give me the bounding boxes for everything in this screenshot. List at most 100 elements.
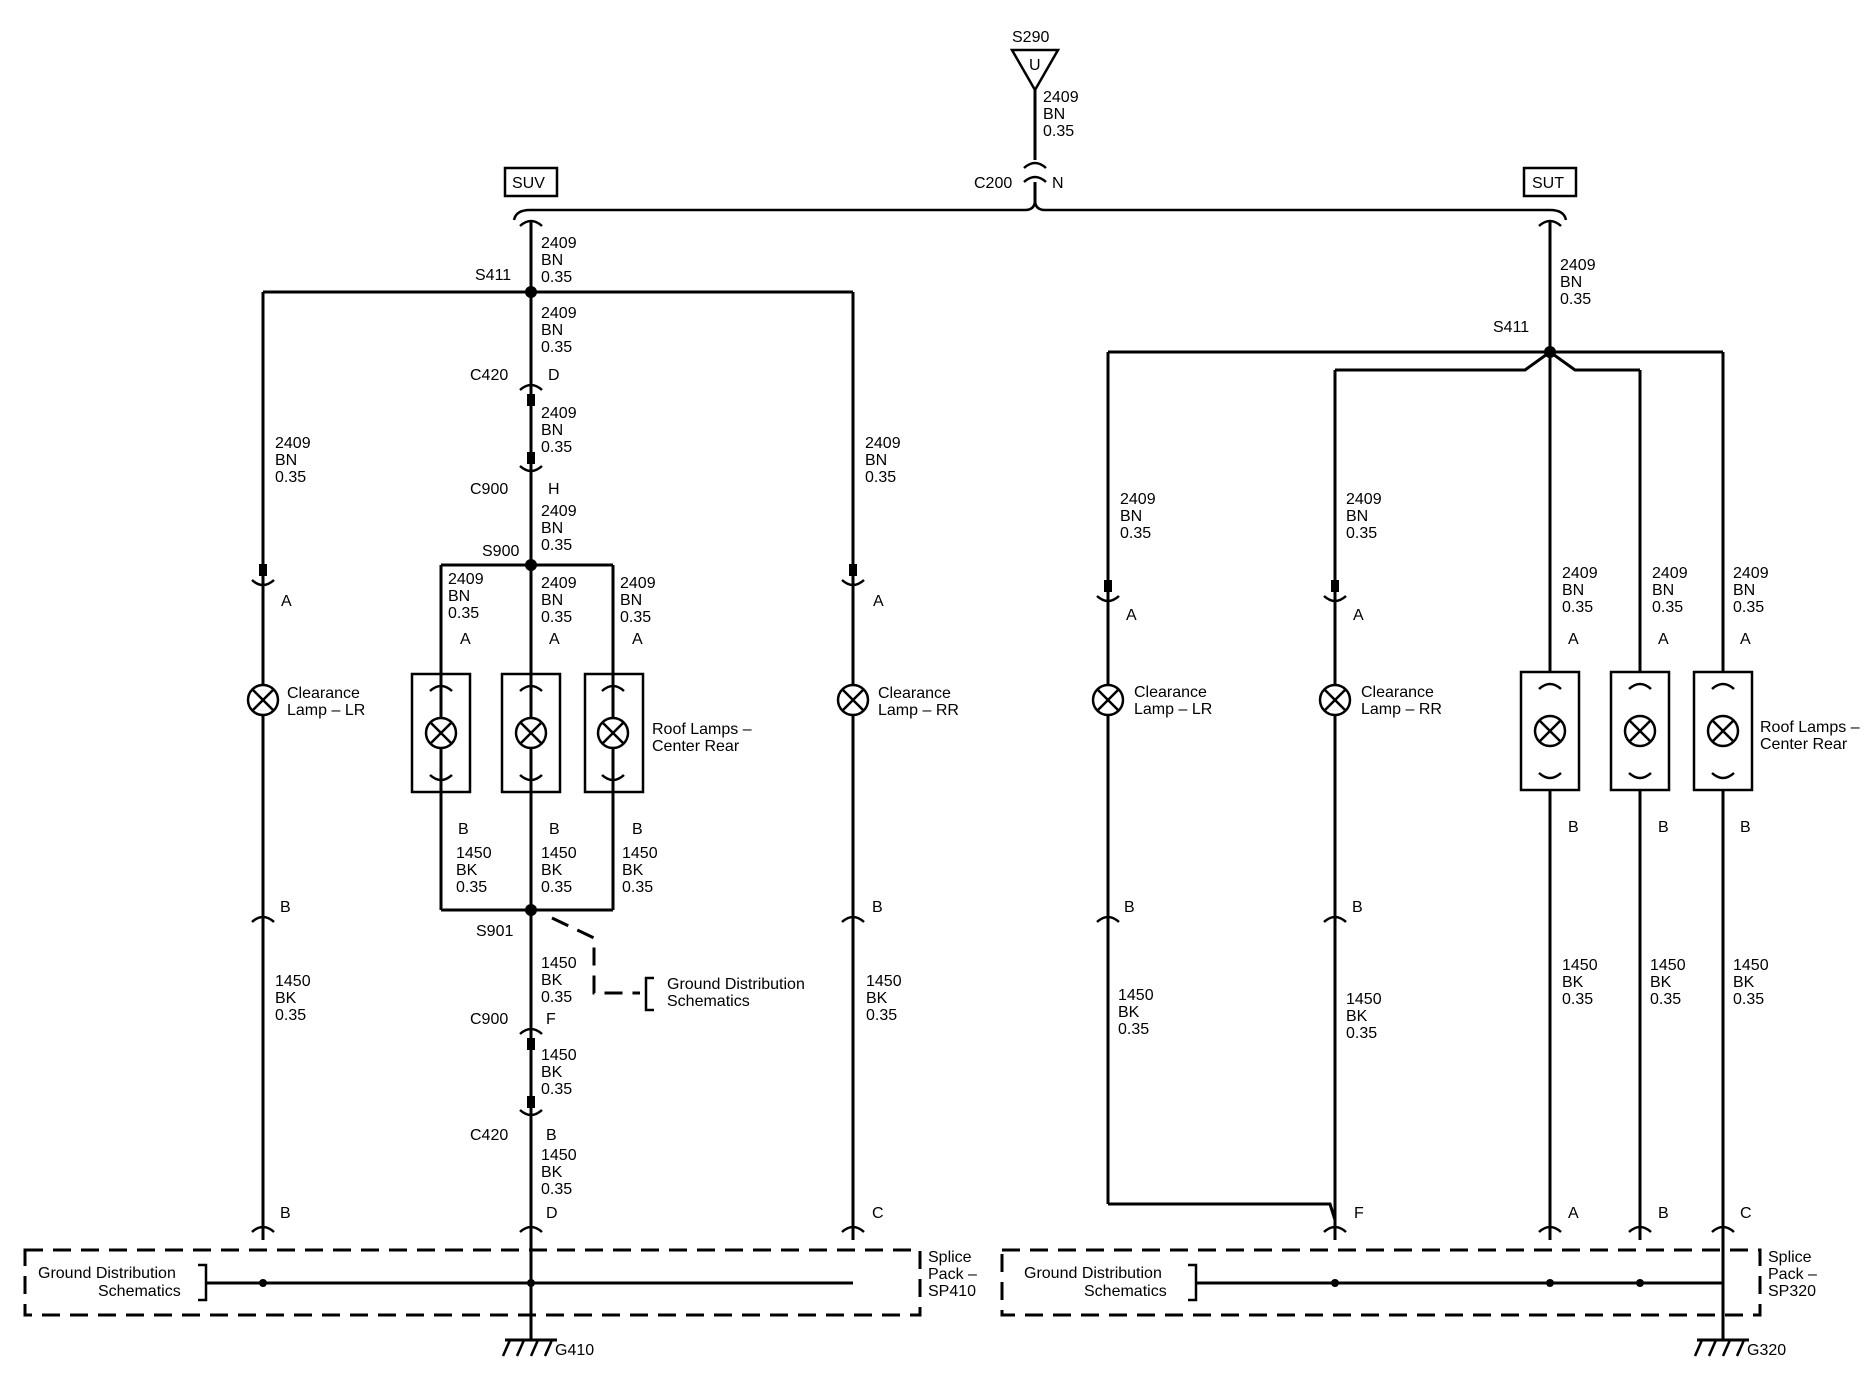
lamp-cross <box>1097 689 1119 711</box>
ground-icon <box>1693 1339 1746 1357</box>
roof-lamps-label-line1: Roof Lamps – <box>1760 719 1860 736</box>
ground-ref-line2: Schematics <box>98 1283 181 1300</box>
connector-pin-block <box>527 452 535 464</box>
wire-label-color: BN <box>865 452 887 469</box>
wire-label-color: BN <box>1043 106 1065 123</box>
wire-label-size: 0.35 <box>541 609 572 626</box>
connector-pin-block <box>527 1038 535 1050</box>
connector-symbol <box>841 579 865 587</box>
wire-label-size: 0.35 <box>620 609 651 626</box>
wire-label-num: 2409 <box>1652 565 1688 582</box>
lamp-cross <box>1629 720 1651 742</box>
wire-label-size: 0.35 <box>1346 1025 1377 1042</box>
ground-ref-line1: Ground Distribution <box>1024 1265 1162 1282</box>
pin-label: B <box>1740 819 1751 836</box>
ground-ref-line1: Ground Distribution <box>667 976 805 993</box>
splice-dot <box>1546 1279 1554 1287</box>
wire-label-color: BK <box>1118 1004 1140 1021</box>
variant-label-suv: SUV <box>512 175 545 192</box>
splice-dot <box>527 1279 535 1287</box>
wire-label-num: 2409 <box>1120 491 1156 508</box>
connector-symbol <box>1323 915 1347 923</box>
wire-label-color: BN <box>1560 274 1582 291</box>
connector-symbol <box>519 219 543 227</box>
wire-label-size: 0.35 <box>275 1007 306 1024</box>
wire-label-num: 1450 <box>541 1047 577 1064</box>
wire-label-num: 1450 <box>1346 991 1382 1008</box>
lamp-cross <box>842 689 864 711</box>
wire-label-color: BN <box>1346 508 1368 525</box>
connector-symbol <box>1023 161 1047 183</box>
splice-pack-line2: Pack – <box>928 1266 977 1283</box>
wire-label-size: 0.35 <box>1043 123 1074 140</box>
wire-label-size: 0.35 <box>1652 599 1683 616</box>
connector-pin: F <box>546 1011 556 1028</box>
lamp-cross <box>252 689 274 711</box>
wire-label-size: 0.35 <box>866 1007 897 1024</box>
lamp-rr-line2: Lamp – RR <box>878 702 959 719</box>
wire-label-color: BK <box>541 972 563 989</box>
pin-label: B <box>458 821 469 838</box>
pin-label: B <box>549 821 560 838</box>
roof-lamps-label-line2: Center Rear <box>652 738 740 755</box>
wire-label-size: 0.35 <box>1120 525 1151 542</box>
wire-label-color: BN <box>541 322 563 339</box>
connector-pin: H <box>548 481 560 498</box>
splice-dot <box>259 1279 267 1287</box>
ground-ref-line1: Ground Distribution <box>38 1265 176 1282</box>
wire-label-color: BK <box>622 862 644 879</box>
wire-label-size: 0.35 <box>1346 525 1377 542</box>
wire-label-num: 2409 <box>541 235 577 252</box>
wire-label-num: 1450 <box>1650 957 1686 974</box>
connector-pin: N <box>1052 175 1064 192</box>
wire-label-num: 2409 <box>865 435 901 452</box>
ground-ref-line2: Schematics <box>1084 1283 1167 1300</box>
connector-c420-label: C420 <box>470 367 508 384</box>
wire-label-num: 1450 <box>622 845 658 862</box>
pin-label: C <box>1740 1205 1752 1222</box>
splice-pack-line1: Splice <box>928 1249 972 1266</box>
wire-label-size: 0.35 <box>541 879 572 896</box>
connector-symbol <box>251 1225 275 1233</box>
wire-label-color: BN <box>1120 508 1142 525</box>
wire-label-size: 0.35 <box>541 339 572 356</box>
wire-label-num: 1450 <box>275 973 311 990</box>
wire-label-color: BK <box>1346 1008 1368 1025</box>
connector-pin: D <box>548 367 560 384</box>
wire-label-size: 0.35 <box>541 537 572 554</box>
splice-dot <box>1636 1279 1644 1287</box>
connector-symbol <box>1096 915 1120 923</box>
variant-box <box>503 166 559 198</box>
ground-ref-bracket <box>1188 1263 1198 1302</box>
wire-label-num: 2409 <box>541 503 577 520</box>
wire-label-size: 0.35 <box>1118 1021 1149 1038</box>
wire-label-num: 2409 <box>1043 89 1079 106</box>
connector-symbol <box>519 1027 543 1035</box>
wire-label-color: BK <box>275 990 297 1007</box>
connector-symbol <box>429 684 453 782</box>
pin-label: B <box>1124 899 1135 916</box>
roof-lamps-label-line1: Roof Lamps – <box>652 721 752 738</box>
wire-label-color: BN <box>275 452 297 469</box>
pin-label: B <box>1352 899 1363 916</box>
pin-label: A <box>1568 631 1579 648</box>
splice-s290-symbol <box>1009 48 1061 93</box>
suv-section: SUV 2409 BN 0.35 S411 2409 BN 0.35 C420 … <box>23 166 977 1359</box>
connector-symbol <box>251 579 275 587</box>
wire-label-color: BK <box>866 990 888 1007</box>
wire-label-size: 0.35 <box>541 1081 572 1098</box>
connector-c900-label: C900 <box>470 1011 508 1028</box>
roof-lamps-label-line2: Center Rear <box>1760 736 1848 753</box>
pin-label: A <box>1126 607 1137 624</box>
wire-label-size: 0.35 <box>1733 991 1764 1008</box>
wire-label-size: 0.35 <box>622 879 653 896</box>
wire-label-num: 2409 <box>541 575 577 592</box>
splice-pack-line3: SP320 <box>1768 1283 1816 1300</box>
wire-label-color: BK <box>541 1164 563 1181</box>
ground-ref-bracket <box>198 1263 208 1302</box>
pin-label: C <box>872 1205 884 1222</box>
wire-label-num: 1450 <box>541 955 577 972</box>
ground-ref-line2: Schematics <box>667 993 750 1010</box>
wire-label-num: 2409 <box>1733 565 1769 582</box>
